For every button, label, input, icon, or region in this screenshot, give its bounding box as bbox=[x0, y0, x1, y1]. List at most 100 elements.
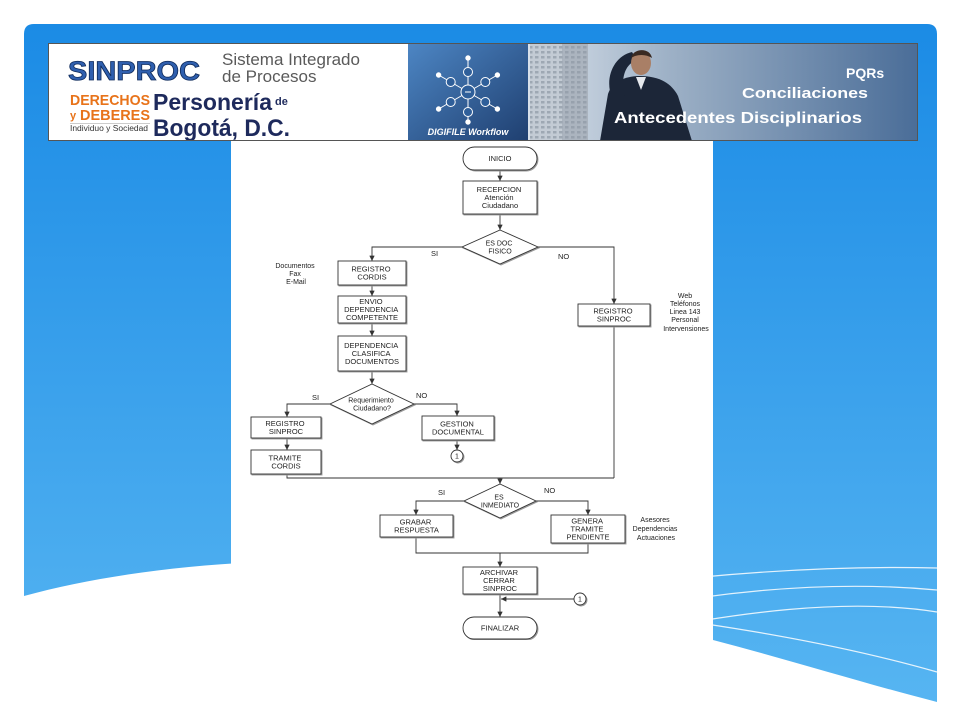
gestion-node: GESTION DOCUMENTAL bbox=[421, 415, 495, 441]
registro-cordis-line: REGISTRO bbox=[351, 265, 390, 274]
doc-decision-shape bbox=[460, 229, 540, 265]
conciliaciones-label: Conciliaciones bbox=[742, 85, 868, 102]
inmediato-no-label: NO bbox=[544, 486, 555, 495]
connector-b-label: 1 bbox=[578, 597, 582, 604]
envio-shape bbox=[337, 295, 407, 324]
connector-a-shape bbox=[450, 449, 464, 463]
requerimiento-line: Ciudadano? bbox=[353, 406, 391, 413]
connector-a: 1 bbox=[450, 449, 464, 463]
requerimiento-decision-shape bbox=[328, 383, 416, 425]
genera-line: TRAMITE bbox=[570, 525, 603, 534]
registro-cordis-shape bbox=[337, 260, 407, 286]
digital-channels-note: Web Teléfonos Linea 143 Personal Interve… bbox=[663, 293, 709, 333]
deberes-text: DEBERES bbox=[80, 107, 150, 124]
inmediato-yes-label: SI bbox=[438, 488, 445, 497]
inmediato-line: INMEDIATO bbox=[481, 503, 520, 510]
physical-channels-note: Documentos Fax E-Mail bbox=[275, 263, 316, 286]
archivar-line: SINPROC bbox=[483, 584, 518, 593]
genera-shape bbox=[550, 514, 626, 544]
pending-actors-note: Asesores Dependencias Actuaciones bbox=[633, 517, 680, 542]
flowchart-canvas: INICIO RECEPCION Atención Ciudadano ES D… bbox=[231, 141, 713, 640]
grabar-label: GRABAR RESPUESTA bbox=[394, 518, 439, 535]
requerimiento-decision-label: Requerimiento Ciudadano? bbox=[348, 398, 395, 413]
registro-sinproc-line: SINPROC bbox=[269, 427, 304, 436]
note-line: Documentos bbox=[275, 263, 315, 270]
connector-b-shape bbox=[573, 592, 587, 606]
reception-line: Atención bbox=[484, 193, 513, 202]
registro-sinproc-right-shape bbox=[577, 303, 651, 327]
businessman-image bbox=[600, 50, 692, 141]
header-banner: SINPROC Sistema Integrado de Procesos DE… bbox=[48, 43, 918, 141]
reception-node-shape bbox=[462, 180, 538, 215]
requerimiento-yes-label: SI bbox=[312, 393, 319, 402]
envio-node: ENVIO DEPENDENCIA COMPETENTE bbox=[337, 295, 407, 324]
antecedentes-label: Antecedentes Disciplinarios bbox=[614, 110, 862, 127]
registro-cordis-node: REGISTRO CORDIS bbox=[337, 260, 407, 286]
registro-sinproc-line: REGISTRO bbox=[265, 419, 304, 428]
inmediato-decision-node: ES INMEDIATO SI NO bbox=[438, 483, 555, 519]
grabar-line: RESPUESTA bbox=[394, 526, 439, 535]
end-node: FINALIZAR bbox=[462, 616, 538, 640]
individuo-text: Individuo y Sociedad bbox=[70, 124, 148, 133]
archivar-label: ARCHIVAR CERRAR SINPROC bbox=[480, 568, 520, 593]
derechos-text: DERECHOS bbox=[70, 92, 150, 109]
clasifica-line: DOCUMENTOS bbox=[345, 357, 399, 366]
requerimiento-decision-node: Requerimiento Ciudadano? SI NO bbox=[312, 383, 427, 425]
clasifica-node: DEPENDENCIA CLASIFICA DOCUMENTOS bbox=[337, 335, 407, 372]
tramite-cordis-shape bbox=[250, 449, 322, 475]
connector-b: 1 bbox=[573, 592, 587, 606]
start-node-shape bbox=[462, 146, 538, 171]
registro-sinproc-left-node: REGISTRO SINPROC bbox=[250, 416, 322, 439]
doc-decision-line: ES DOC bbox=[486, 241, 513, 248]
banner-photo-section bbox=[528, 43, 918, 141]
tramite-cordis-line: TRAMITE bbox=[268, 454, 301, 463]
requerimiento-no-label: NO bbox=[416, 391, 427, 400]
arrow-inmediato-no bbox=[536, 500, 591, 515]
archivar-line: ARCHIVAR bbox=[480, 568, 519, 577]
gestion-line: DOCUMENTAL bbox=[432, 428, 484, 437]
inmediato-line: ES bbox=[494, 495, 504, 502]
gestion-line: GESTION bbox=[440, 420, 474, 429]
gestion-shape bbox=[421, 415, 495, 441]
sinproc-logo: SINPROC bbox=[68, 56, 200, 86]
de-text: de bbox=[275, 96, 288, 108]
workflow-diagram-icon bbox=[435, 55, 501, 125]
arrow-requerimiento-yes bbox=[284, 403, 330, 417]
connectors bbox=[284, 170, 617, 617]
envio-line: DEPENDENCIA bbox=[344, 305, 398, 314]
note-line: Personal bbox=[671, 317, 699, 324]
pqrs-label: PQRs bbox=[846, 65, 884, 81]
registro-cordis-line: CORDIS bbox=[357, 273, 386, 282]
start-label: INICIO bbox=[489, 154, 512, 163]
inmediato-decision-shape bbox=[462, 483, 538, 519]
reception-label: RECEPCION Atención Ciudadano bbox=[477, 185, 524, 210]
arrow-doc-no bbox=[538, 246, 617, 304]
registro-sinproc-left-shape bbox=[250, 416, 322, 439]
note-line: Teléfonos bbox=[670, 301, 700, 308]
gestion-label: GESTION DOCUMENTAL bbox=[432, 420, 484, 437]
grabar-line: GRABAR bbox=[400, 518, 432, 527]
doc-decision-label: ES DOC FISICO bbox=[486, 241, 515, 256]
start-node: INICIO bbox=[462, 146, 538, 171]
flowchart-panel bbox=[231, 141, 713, 640]
registro-sinproc-right-label: REGISTRO SINPROC bbox=[593, 307, 634, 324]
note-line: Actuaciones bbox=[637, 535, 676, 542]
genera-node: GENERA TRAMITE PENDIENTE bbox=[550, 514, 626, 544]
grabar-shape bbox=[379, 514, 454, 538]
arrow-doc-yes bbox=[369, 246, 462, 261]
genera-line: PENDIENTE bbox=[567, 533, 610, 542]
requerimiento-line: Requerimiento bbox=[348, 398, 394, 405]
note-line: Linea 143 bbox=[670, 309, 701, 316]
digifile-label: DIGIFILE Workflow bbox=[428, 127, 510, 137]
envio-label: ENVIO DEPENDENCIA COMPETENTE bbox=[344, 297, 400, 322]
registro-cordis-label: REGISTRO CORDIS bbox=[351, 265, 392, 282]
clasifica-shape bbox=[337, 335, 407, 372]
tramite-cordis-label: TRAMITE CORDIS bbox=[268, 454, 303, 471]
y-text: y bbox=[70, 110, 77, 122]
doc-decision-node: ES DOC FISICO SI NO bbox=[431, 229, 569, 265]
note-line: Intervensiones bbox=[663, 326, 709, 333]
connector-a-label: 1 bbox=[455, 454, 459, 461]
clasifica-line: CLASIFICA bbox=[352, 349, 391, 358]
genera-label: GENERA TRAMITE PENDIENTE bbox=[567, 517, 610, 542]
registro-sinproc-line: REGISTRO bbox=[593, 307, 632, 316]
